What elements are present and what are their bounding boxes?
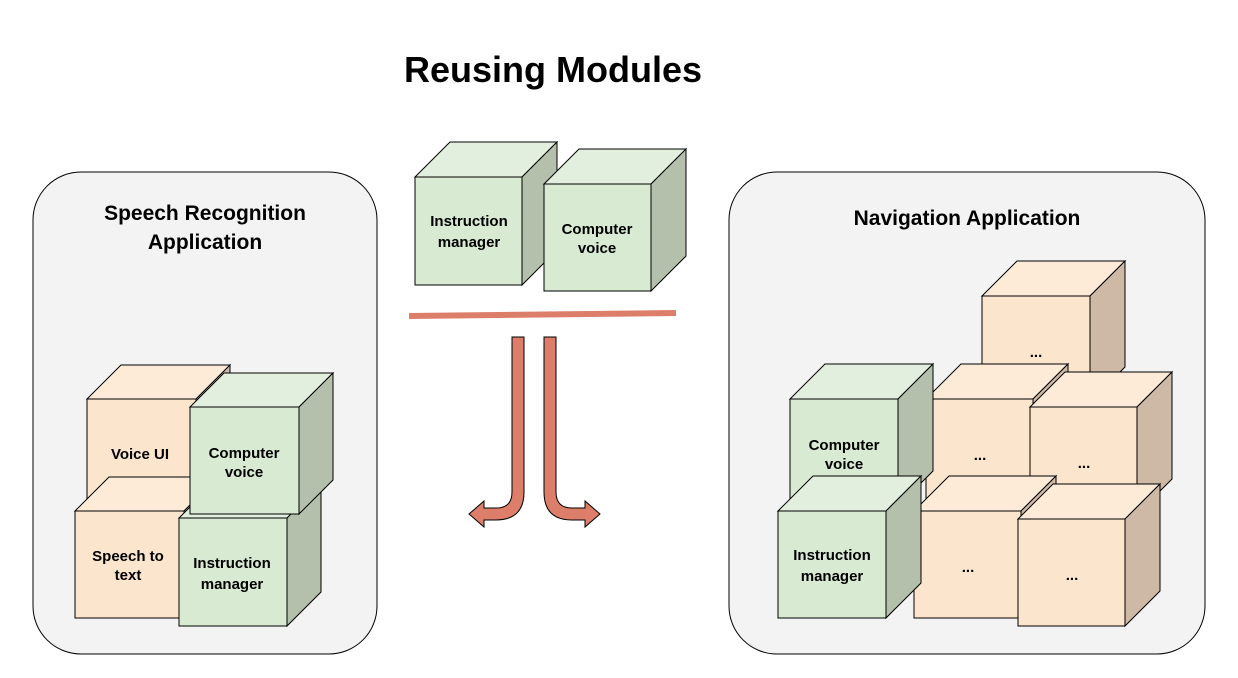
- left-arrow: [468, 336, 525, 529]
- right-arrow: [543, 336, 601, 529]
- nav-instruction-manager-label-line2: manager: [801, 568, 864, 585]
- nav-computer-voice-label-line2: voice: [825, 456, 863, 473]
- speech-app-title-line1: Speech Recognition: [104, 202, 306, 225]
- shared-instruction-manager-cube: Instruction manager: [413, 140, 559, 287]
- shared-computer-voice-cube: Computer voice: [542, 147, 688, 293]
- shared-computer-voice-label-line1: Computer: [562, 221, 633, 238]
- speech-to-text-label-line2: text: [115, 567, 142, 584]
- speech-to-text-label-line1: Speech to: [92, 548, 164, 565]
- computer-voice-cube: Computer voice: [188, 371, 335, 516]
- nav-computer-voice-label-line1: Computer: [809, 437, 880, 454]
- placeholder-label-top: ...: [1030, 344, 1043, 361]
- placeholder-cube-top: ...: [980, 259, 1127, 404]
- speech-app-title-line2: Application: [148, 231, 262, 254]
- placeholder-label-bottom-mid: ...: [962, 559, 975, 576]
- shared-instruction-manager-label-line2: manager: [438, 234, 501, 251]
- voice-ui-label: Voice UI: [111, 446, 169, 463]
- divider-line: [408, 310, 677, 319]
- instruction-manager-label-line2: manager: [201, 576, 264, 593]
- placeholder-cube-bottom-right: ...: [1016, 482, 1162, 628]
- computer-voice-label-line1: Computer: [209, 445, 280, 462]
- instruction-manager-label-line1: Instruction: [193, 555, 271, 572]
- speech-recognition-panel: Speech Recognition Application Voice UI …: [32, 171, 378, 655]
- placeholder-label-mid-right: ...: [1078, 455, 1091, 472]
- shared-modules: Instruction manager Computer voice: [408, 140, 688, 529]
- shared-computer-voice-label-line2: voice: [578, 240, 616, 257]
- placeholder-label-mid-left: ...: [974, 447, 987, 464]
- nav-instruction-manager-cube: Instruction manager: [776, 474, 923, 620]
- navigation-panel: Navigation Application ... ... ...: [728, 171, 1206, 655]
- navigation-app-title: Navigation Application: [854, 207, 1081, 230]
- shared-instruction-manager-label-line1: Instruction: [430, 213, 508, 230]
- page-title: Reusing Modules: [404, 49, 702, 90]
- nav-instruction-manager-label-line1: Instruction: [793, 547, 871, 564]
- computer-voice-label-line2: voice: [225, 464, 263, 481]
- placeholder-label-bottom-right: ...: [1066, 567, 1079, 584]
